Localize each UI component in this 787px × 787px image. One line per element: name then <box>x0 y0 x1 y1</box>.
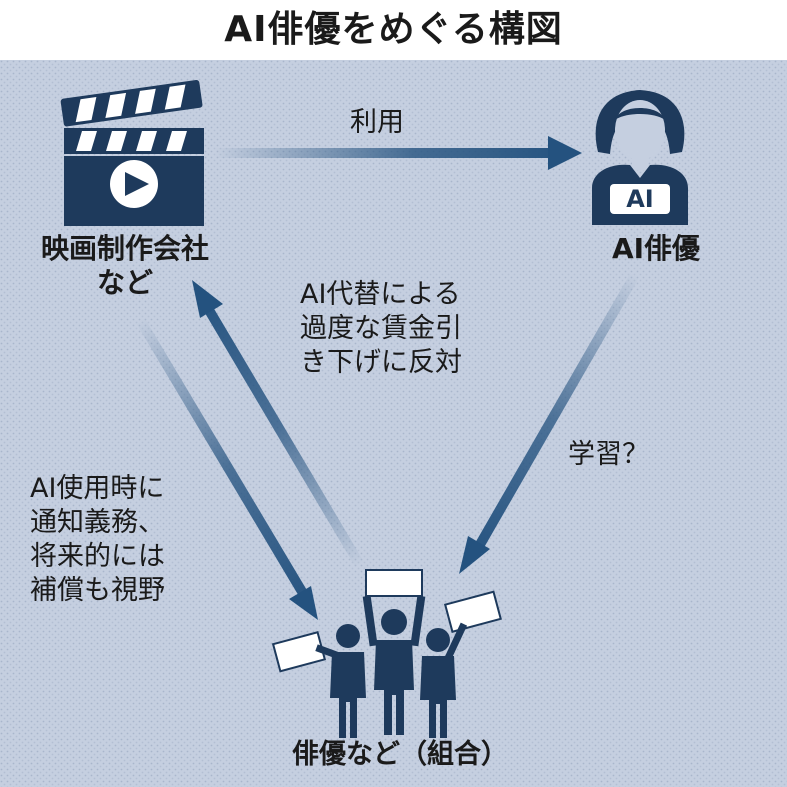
edge-notify-label: AI使用時に 通知義務、 将来的には 補償も視野 <box>30 472 165 608</box>
film-company-line-2: など <box>96 266 153 299</box>
film-company-line-1: 映画制作会社 <box>40 232 209 265</box>
edge-notify-line-3: 将来的には <box>30 541 165 572</box>
ai-person-icon: AI <box>592 90 688 225</box>
edge-oppose-line-2: 過度な賃金引 <box>300 313 462 344</box>
edge-notify-line-1: AI使用時に <box>30 473 165 504</box>
arrow-use <box>215 136 582 170</box>
actors-union-label: 俳優など（組合） <box>292 739 508 770</box>
ai-actor-label: AI俳優 <box>611 232 701 265</box>
diagram-panel: AI <box>0 60 787 787</box>
edge-use-label: 利用 <box>350 107 404 138</box>
arrow-oppose <box>192 280 365 568</box>
edge-oppose-line-3: き下げに反対 <box>300 347 462 378</box>
protesters-icon <box>271 569 502 738</box>
ai-badge-text: AI <box>626 185 654 213</box>
edge-learn-label: 学習？ <box>568 439 649 470</box>
clapperboard-icon <box>60 80 204 226</box>
arrow-learn <box>459 272 640 574</box>
film-company-label: 映画制作会社 など <box>20 232 230 300</box>
edge-notify-line-2: 通知義務、 <box>30 507 165 538</box>
page-title: AI俳優をめぐる構図 <box>224 9 563 50</box>
edge-notify-line-4: 補償も視野 <box>30 575 165 606</box>
arrow-notify <box>135 317 318 620</box>
edge-oppose-line-1: AI代替による <box>300 279 461 310</box>
edge-oppose-label: AI代替による 過度な賃金引 き下げに反対 <box>300 278 462 380</box>
